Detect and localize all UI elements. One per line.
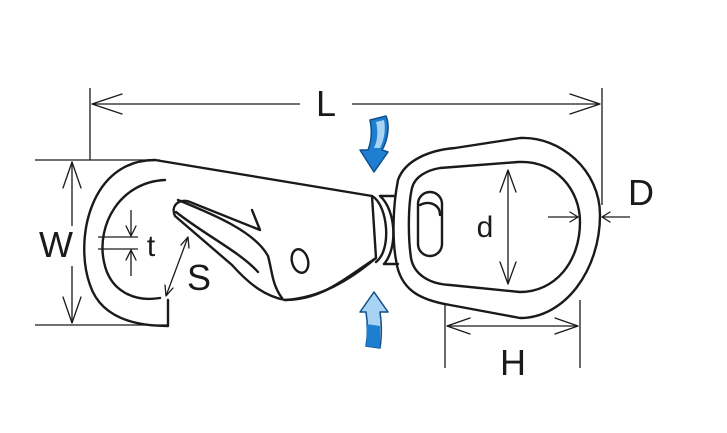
dimension-eye-inner: d bbox=[477, 169, 517, 285]
swivel-arrow-up-icon bbox=[359, 291, 389, 349]
label-eye-inner: d bbox=[477, 211, 494, 244]
dimension-thickness: t bbox=[98, 210, 156, 276]
dimension-width: W bbox=[35, 159, 168, 326]
label-gap: S bbox=[187, 257, 211, 298]
label-width: W bbox=[39, 224, 73, 265]
dimension-eye-height: H bbox=[444, 300, 581, 383]
label-eye-wire: D bbox=[628, 172, 654, 213]
hook-body bbox=[83, 158, 400, 328]
swivel-eye bbox=[392, 136, 602, 320]
dimension-length: L bbox=[89, 83, 603, 205]
label-length: L bbox=[316, 83, 336, 124]
dimension-eye-wire: D bbox=[548, 172, 654, 223]
dimension-gap: S bbox=[164, 236, 211, 298]
label-thickness: t bbox=[147, 230, 156, 263]
swivel-arrow-down-icon bbox=[359, 115, 389, 173]
label-eye-height: H bbox=[500, 342, 526, 383]
